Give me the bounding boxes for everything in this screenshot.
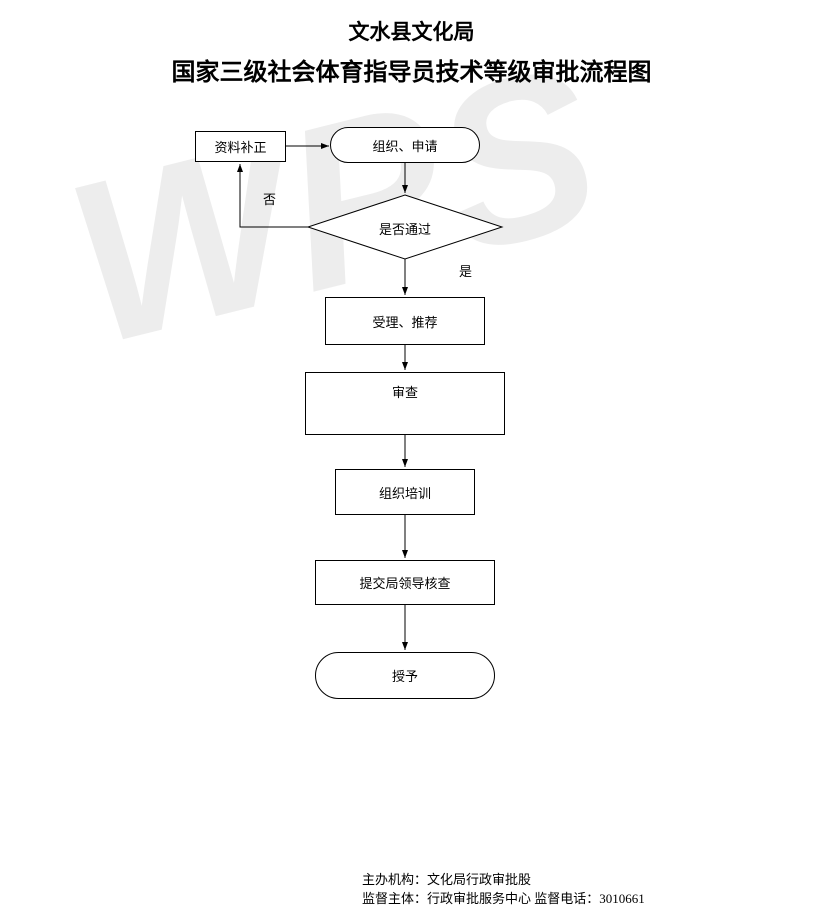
node-grant-label: 授予 [391, 669, 418, 684]
node-supplement-label: 资料补正 [214, 140, 267, 155]
node-accept: 受理、推荐 [325, 297, 485, 345]
footer: 主办机构：文化局行政审批股 监督主体：行政审批服务中心 监督电话：3010661 [362, 870, 645, 908]
node-supplement: 资料补正 [195, 131, 286, 162]
node-training: 组织培训 [335, 469, 475, 515]
footer-host-org: 主办机构：文化局行政审批股 [362, 872, 532, 887]
org-title: 文水县文化局 [348, 20, 475, 44]
footer-supervisor: 监督主体：行政审批服务中心 监督电话：3010661 [362, 891, 645, 906]
node-decision-label: 是否通过 [378, 222, 431, 237]
node-review: 审查 [305, 372, 505, 435]
edge-label-no: 否 [263, 192, 277, 207]
edge-decision-no-to-supplement [237, 164, 308, 228]
node-submit-label: 提交局领导核查 [359, 576, 451, 591]
flowchart-title: 国家三级社会体育指导员技术等级审批流程图 [171, 60, 652, 86]
node-accept-label: 受理、推荐 [372, 314, 438, 330]
node-apply-label: 组织、申请 [372, 138, 438, 154]
node-submit: 提交局领导核查 [315, 560, 495, 605]
node-review-label: 审查 [391, 385, 418, 400]
node-apply: 组织、申请 [330, 127, 480, 163]
node-grant: 授予 [315, 652, 495, 699]
edge-label-yes: 是 [459, 264, 473, 279]
node-training-label: 组织培训 [378, 485, 431, 501]
